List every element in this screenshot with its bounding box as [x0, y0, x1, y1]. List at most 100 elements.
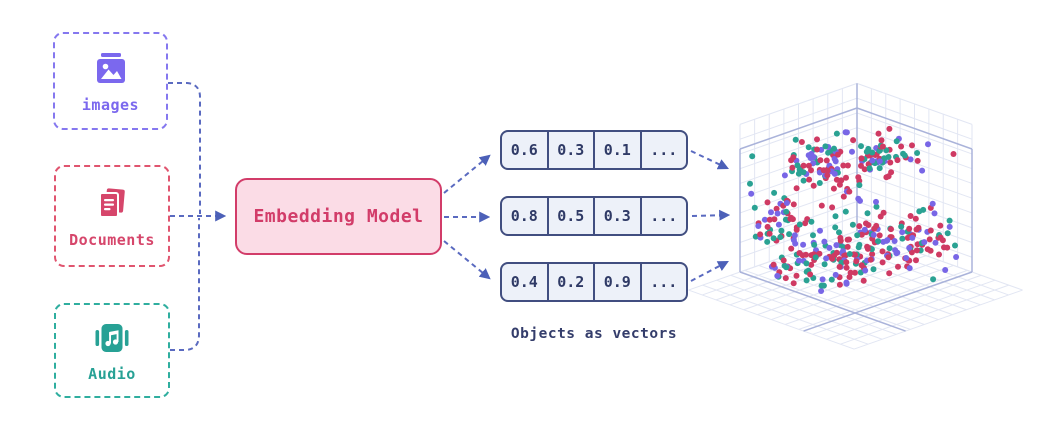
embedding-point: [886, 245, 893, 252]
embedding-point: [853, 258, 860, 265]
embedding-point: [875, 238, 882, 245]
embedding-point: [788, 245, 795, 252]
embedding-point: [906, 265, 913, 272]
embedding-points: [747, 125, 960, 294]
embedding-point: [913, 257, 919, 264]
embedding-point: [844, 243, 851, 250]
embedding-point: [832, 271, 839, 278]
embedding-point: [893, 138, 900, 145]
embedding-point: [892, 247, 899, 254]
embedding-point: [885, 254, 892, 261]
embedding-point: [843, 264, 850, 271]
embedding-point: [751, 204, 758, 211]
vector-cell-ellipsis: ...: [650, 207, 678, 225]
embedding-point: [921, 239, 928, 246]
cube-edges: [739, 83, 973, 332]
embedding-point: [875, 130, 882, 137]
vector-row-3: 0.4 0.2 0.9 ...: [500, 262, 688, 302]
embedding-point: [891, 238, 898, 244]
embedding-point: [895, 263, 901, 270]
source-label-documents: Documents: [69, 230, 155, 249]
embedding-point: [946, 223, 953, 230]
embedding-point: [824, 172, 831, 179]
embedding-point: [807, 271, 814, 278]
embedding-point: [883, 237, 890, 244]
embedding-point: [836, 281, 843, 288]
embedding-point: [927, 227, 934, 234]
embedding-point: [869, 251, 876, 258]
embedding-point: [808, 218, 815, 225]
embedding-point: [823, 157, 830, 164]
embedding-point: [814, 146, 820, 153]
embedding-point: [906, 244, 913, 251]
embedding-point: [783, 208, 790, 215]
embedding-point: [873, 198, 879, 205]
embedding-point: [912, 215, 919, 222]
vector-cell-ellipsis: ...: [650, 273, 678, 291]
embedding-point: [879, 143, 886, 150]
embedding-point: [913, 247, 920, 254]
embedding-point: [876, 165, 883, 172]
embedding-point: [821, 238, 828, 245]
embedding-point: [946, 217, 953, 224]
connector-arrows: [168, 82, 731, 351]
embedding-point: [939, 237, 946, 244]
embedding-point: [790, 237, 797, 244]
embedding-point: [764, 238, 771, 245]
embedding-point: [817, 227, 823, 234]
embedding-point: [764, 199, 771, 206]
embedding-point: [858, 231, 865, 238]
embedding-point: [842, 208, 849, 215]
embedding-point: [789, 164, 796, 171]
embedding-point: [858, 162, 864, 169]
embedding-point: [820, 282, 827, 289]
embedding-point: [860, 277, 867, 284]
vector-cell: 0.6: [502, 132, 549, 168]
embedding-point: [842, 129, 849, 136]
embedding-point: [846, 251, 853, 257]
embedding-point: [761, 216, 768, 223]
embedding-point: [816, 180, 823, 186]
embedding-point: [805, 162, 812, 169]
embedding-point: [837, 234, 844, 241]
embedding-point: [819, 276, 826, 283]
embedding-point: [929, 200, 936, 207]
embedding-point: [781, 172, 788, 179]
embedding-point: [826, 244, 833, 251]
embedding-point: [931, 210, 938, 217]
vectors-caption: Objects as vectors: [510, 326, 678, 342]
vector-cell: 0.2: [549, 264, 595, 300]
embedding-point: [792, 136, 799, 143]
embedding-point: [866, 165, 873, 172]
embedding-point: [867, 256, 874, 263]
embedding-point: [805, 152, 812, 159]
embedding-point: [822, 143, 829, 150]
embedding-point: [843, 174, 849, 181]
vector-cell: 0.3: [549, 132, 595, 168]
embedding-point: [914, 157, 921, 164]
embedding-point: [800, 241, 807, 248]
embedding-point: [800, 169, 807, 176]
embedding-point: [771, 189, 778, 196]
embedding-point: [840, 162, 847, 169]
embedding-point: [906, 225, 913, 232]
embedding-point: [846, 274, 853, 280]
embedding-point: [790, 201, 797, 208]
embedding-point: [775, 221, 782, 228]
embedding-point: [927, 247, 934, 254]
embedding-model-box: Embedding Model: [235, 178, 442, 255]
connector-audio-to-merge: [170, 218, 200, 351]
vector-cell: 0.3: [595, 198, 642, 234]
embedding-point: [926, 236, 933, 243]
embedding-point: [799, 252, 806, 259]
vector-cell: 0.5: [549, 198, 595, 234]
embedding-point: [844, 162, 851, 169]
embedding-point: [861, 226, 868, 233]
embedding-point: [863, 148, 870, 155]
embedding-point: [764, 223, 771, 230]
embedding-point: [803, 277, 810, 284]
embedding-point: [783, 200, 790, 206]
embedding-point: [790, 154, 797, 161]
embedding-point: [833, 130, 840, 137]
